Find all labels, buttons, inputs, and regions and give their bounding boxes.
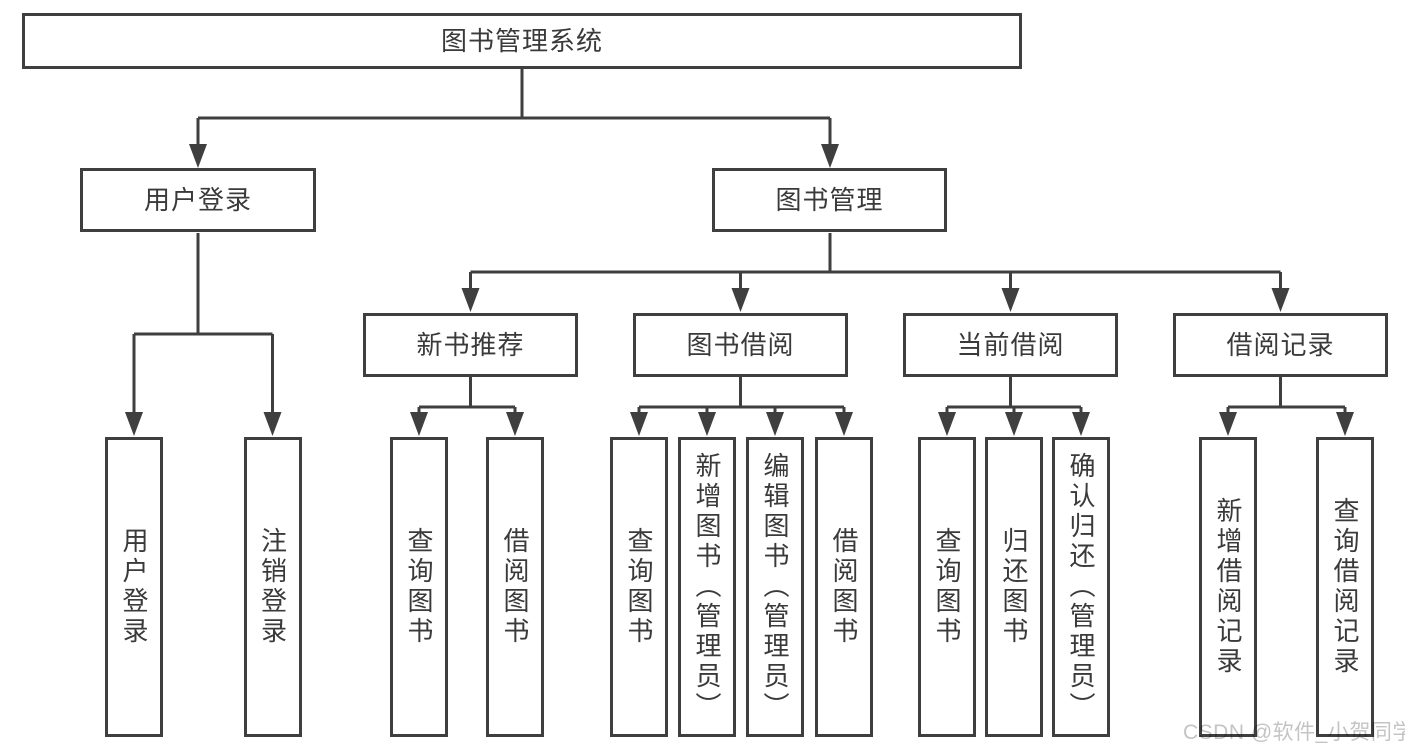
leaf-borrowing-borrow-books: 借阅图书 xyxy=(815,437,873,737)
node-new-book-recommend: 新书推荐 xyxy=(363,313,578,377)
leaf-logout-login: 注销登录 xyxy=(243,437,302,737)
leaf-current-return-books: 归还图书 xyxy=(985,437,1043,737)
watermark: CSDN @软件_小贺同学 xyxy=(1183,721,1405,744)
leaf-records-add-borrow-record: 新增借阅记录 xyxy=(1199,437,1257,737)
leaf-borrowing-edit-books-admin: 编辑图书（管理员） xyxy=(746,437,804,737)
node-book-management: 图书管理 xyxy=(712,168,947,232)
node-user-login: 用户登录 xyxy=(80,168,316,232)
leaf-user-login: 用户登录 xyxy=(105,437,163,737)
leaf-newbook-query-books: 查询图书 xyxy=(390,437,448,737)
leaf-current-confirm-return-admin: 确认归还（管理员） xyxy=(1052,437,1110,737)
leaf-borrowing-add-books-admin: 新增图书（管理员） xyxy=(678,437,736,737)
node-library-management-system: 图书管理系统 xyxy=(22,13,1022,69)
node-book-borrowing: 图书借阅 xyxy=(633,313,848,377)
leaf-newbook-borrow-books: 借阅图书 xyxy=(486,437,544,737)
node-current-borrowing: 当前借阅 xyxy=(903,313,1118,377)
leaf-current-query-books: 查询图书 xyxy=(918,437,976,737)
node-borrowing-records: 借阅记录 xyxy=(1173,313,1388,377)
leaf-borrowing-query-books: 查询图书 xyxy=(610,437,668,737)
leaf-records-query-borrow-record: 查询借阅记录 xyxy=(1316,437,1374,737)
